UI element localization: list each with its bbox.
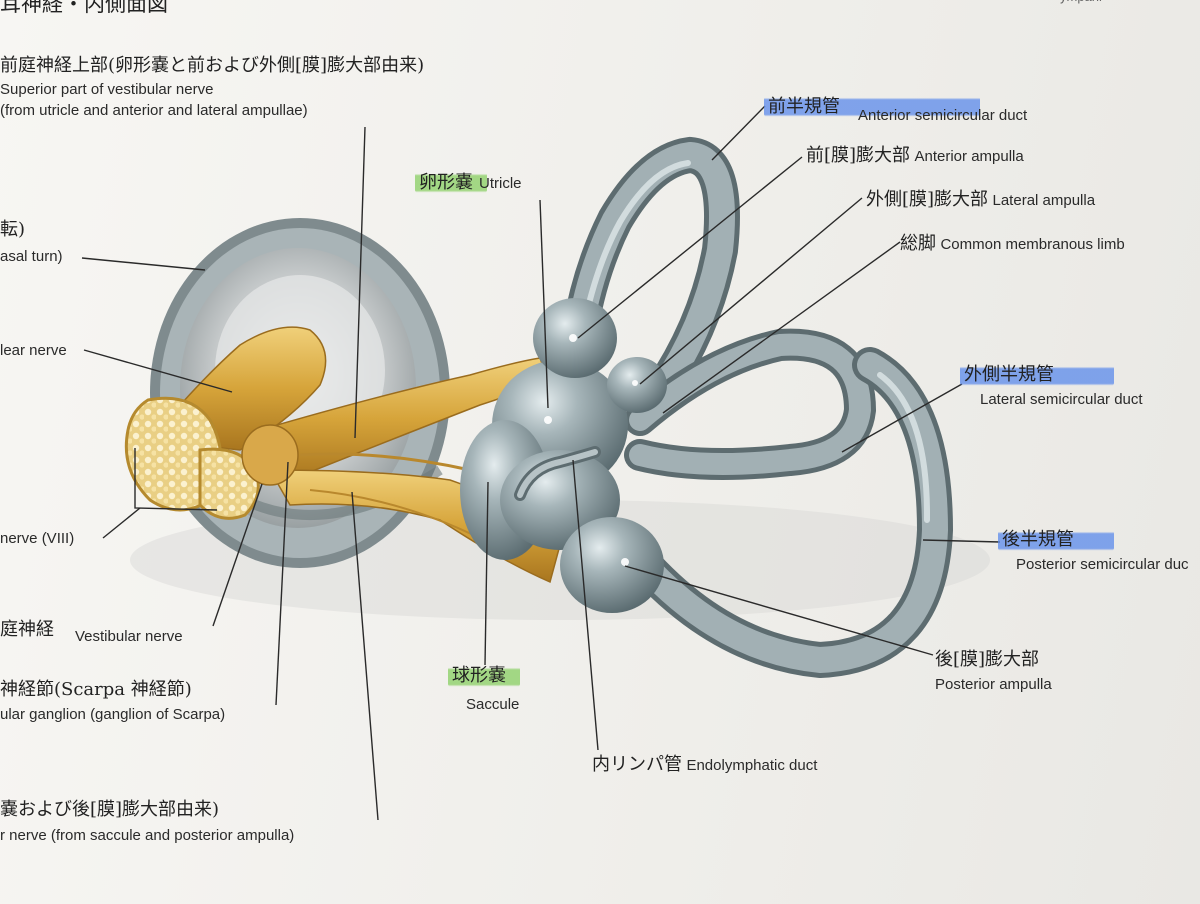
inferior-vestibular-en: r nerve (from saccule and posterior ampu…: [0, 827, 295, 844]
vestibular-ganglion-en: ular ganglion (ganglion of Scarpa): [0, 706, 226, 723]
top-right-fragment: ympani: [1060, 0, 1102, 5]
nerve-viii-en: nerve (VIII): [0, 530, 75, 547]
anterior-ampulla-jp: 前[膜]膨大部: [806, 145, 911, 166]
posterior-ampulla-en: Posterior ampulla: [935, 676, 1052, 693]
lateral-ampulla-jp: 外側[膜]膨大部: [866, 189, 989, 210]
basal-turn-en: asal turn): [0, 248, 63, 265]
posterior-duct-jp: 後半規管: [998, 529, 1114, 551]
page-title: 耳神経・内側面図: [0, 0, 168, 16]
lateral-duct-jp: 外側半規管: [960, 364, 1114, 386]
posterior-duct-en: Posterior semicircular duc: [1016, 556, 1189, 573]
superior-vestibular-en: Superior part of vestibular nerve: [0, 81, 214, 98]
inferior-vestibular-jp: 嚢および後[膜]膨大部由来): [0, 799, 220, 820]
superior-vestibular-jp: 前庭神経上部(卵形嚢と前および外側[膜]膨大部由来): [0, 55, 425, 76]
posterior-ampulla-jp: 後[膜]膨大部: [935, 649, 1040, 670]
endolymphatic-duct: [514, 446, 601, 501]
common-limb-en: Common membranous limb: [940, 236, 1125, 253]
leader-lines: [81, 105, 1001, 821]
anterior-ampulla-en: Anterior ampulla: [914, 148, 1024, 165]
vestibular-nerve-jp: 庭神経: [0, 619, 54, 640]
anterior-ampulla-label: 前[膜]膨大部 Anterior ampulla: [806, 145, 1024, 167]
lateral-duct-en: Lateral semicircular duct: [980, 391, 1143, 408]
common-limb-label: 総脚 Common membranous limb: [900, 233, 1125, 255]
anterior-duct-jp: 前半規管: [764, 96, 980, 117]
lateral-ampulla-en: Lateral ampulla: [992, 192, 1096, 209]
endolymphatic-jp: 内リンパ管: [592, 754, 682, 775]
superior-vestibular-en2: (from utricle and anterior and lateral a…: [0, 102, 308, 119]
utricle-en: Utricle: [479, 175, 522, 192]
anterior-duct-en: Anterior semicircular duct: [858, 107, 1028, 124]
semicircular-ducts: [562, 136, 954, 679]
endolymphatic-en: Endolymphatic duct: [686, 757, 818, 774]
saccule-en: Saccule: [466, 696, 520, 713]
utricle-jp: 卵形嚢: [415, 172, 487, 193]
endolymphatic-duct-label: 内リンパ管 Endolymphatic duct: [592, 754, 818, 776]
nerve-viii-cut-surface: [124, 396, 299, 520]
lateral-ampulla-label: 外側[膜]膨大部 Lateral ampulla: [866, 189, 1096, 211]
vestibular-nerve-en: Vestibular nerve: [75, 628, 183, 645]
saccule-jp: 球形嚢: [448, 665, 520, 687]
basal-turn-jp: 転): [0, 219, 26, 240]
vestibular-ganglion-jp: 神経節(Scarpa 神経節): [0, 679, 192, 700]
cochlear-nerve-en: lear nerve: [0, 342, 67, 359]
common-limb-jp: 総脚: [900, 233, 936, 254]
